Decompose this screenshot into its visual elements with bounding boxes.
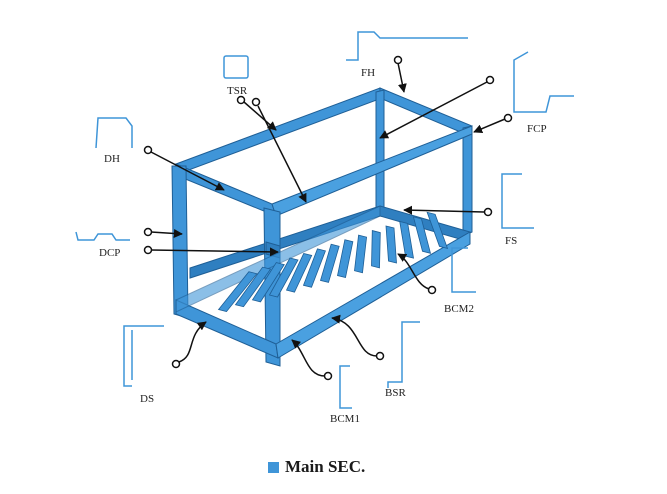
back-top-rail <box>175 87 383 175</box>
dcp-upper-arrow <box>150 228 183 238</box>
floor-cross-members <box>217 211 449 313</box>
dcp-profile-icon <box>75 231 130 241</box>
right-top-end-beam <box>379 87 473 137</box>
fs-profile-icon <box>501 173 534 229</box>
fcp-upper-arrow <box>379 81 488 139</box>
floor-slat <box>399 220 414 259</box>
floor-slat <box>251 262 285 303</box>
bcm2-arrow <box>397 253 430 290</box>
fh-arrow <box>397 62 407 93</box>
fs-label: FS <box>505 235 517 247</box>
dcp-upper-callout-dot <box>143 227 153 237</box>
left-bottom-rail <box>175 205 381 313</box>
bsr-callout-dot <box>375 351 385 361</box>
dh-label: DH <box>104 153 120 165</box>
floor-slat <box>302 248 326 288</box>
callout-arrows <box>143 55 513 381</box>
fs-callout-dot <box>483 207 493 217</box>
tsr-callout-dot-1 <box>236 95 246 105</box>
bcm1-profile-icon <box>339 365 352 409</box>
dcp-callout-dot <box>143 245 153 255</box>
bcm2-profile-icon <box>451 247 476 293</box>
fcp-arrow <box>473 118 506 134</box>
floor-slat <box>426 211 449 249</box>
floor-slat <box>354 234 368 274</box>
front-bottom-long-rail <box>275 231 471 359</box>
fh-label: FH <box>361 67 375 79</box>
bcm1-label: BCM1 <box>330 413 360 425</box>
rear-left-corner-post <box>375 89 385 213</box>
front-top-rail <box>175 163 277 217</box>
container-frame <box>171 87 473 367</box>
bsr-arrow <box>331 314 378 357</box>
section-profiles <box>75 31 574 409</box>
dh-callout-dot <box>143 145 153 155</box>
bcm2-label: BCM2 <box>444 303 474 315</box>
ds-profile-icon <box>123 325 164 387</box>
fcp-profile-icon <box>513 51 574 113</box>
floor-slat <box>385 225 397 264</box>
legend-swatch <box>268 461 279 473</box>
bcm2-callout-dot <box>427 285 437 295</box>
bcm1-callout-dot <box>323 371 333 381</box>
tsr-arrow-2 <box>257 105 307 203</box>
dh-profile-icon <box>95 117 133 149</box>
fcp-upper-callout-dot <box>485 75 495 85</box>
bcm1-arrow <box>291 339 326 377</box>
tsr-arrow-1 <box>243 101 277 131</box>
floor-slat <box>285 252 313 293</box>
legend-label: Main SEC. <box>285 457 366 476</box>
tsr-callout-dot-2 <box>251 97 261 107</box>
fcp-callout-dot <box>503 113 513 123</box>
ds-callout-dot <box>171 359 181 369</box>
floor-slat <box>234 266 272 308</box>
fh-callout-dot <box>393 55 403 65</box>
ds-arrow <box>178 321 207 363</box>
fh-profile-icon <box>346 31 468 61</box>
floor-slat <box>371 230 381 269</box>
tsr-label: TSR <box>227 85 248 97</box>
floor-slat <box>337 239 354 279</box>
floor-slat <box>268 257 299 298</box>
bsr-label: BSR <box>385 387 406 399</box>
dh-arrow <box>150 151 225 191</box>
front-top-rail-long <box>271 125 473 217</box>
floor-slat <box>319 243 340 283</box>
bsr-profile-icon <box>387 321 420 388</box>
dcp-arrow <box>150 247 279 257</box>
legend: Main SEC. <box>268 457 365 477</box>
callout-labels: FH TSR FCP DH FS DCP BCM2 BSR DS BCM1 <box>99 67 547 425</box>
dcp-label: DCP <box>99 247 120 259</box>
ds-label: DS <box>140 393 154 405</box>
tsr-profile-icon <box>223 55 249 79</box>
floor-slat <box>217 271 258 313</box>
fs-arrow <box>403 205 485 215</box>
rear-right-corner-post <box>462 125 473 237</box>
floor-slat <box>412 216 432 254</box>
fcp-label: FCP <box>527 123 547 135</box>
